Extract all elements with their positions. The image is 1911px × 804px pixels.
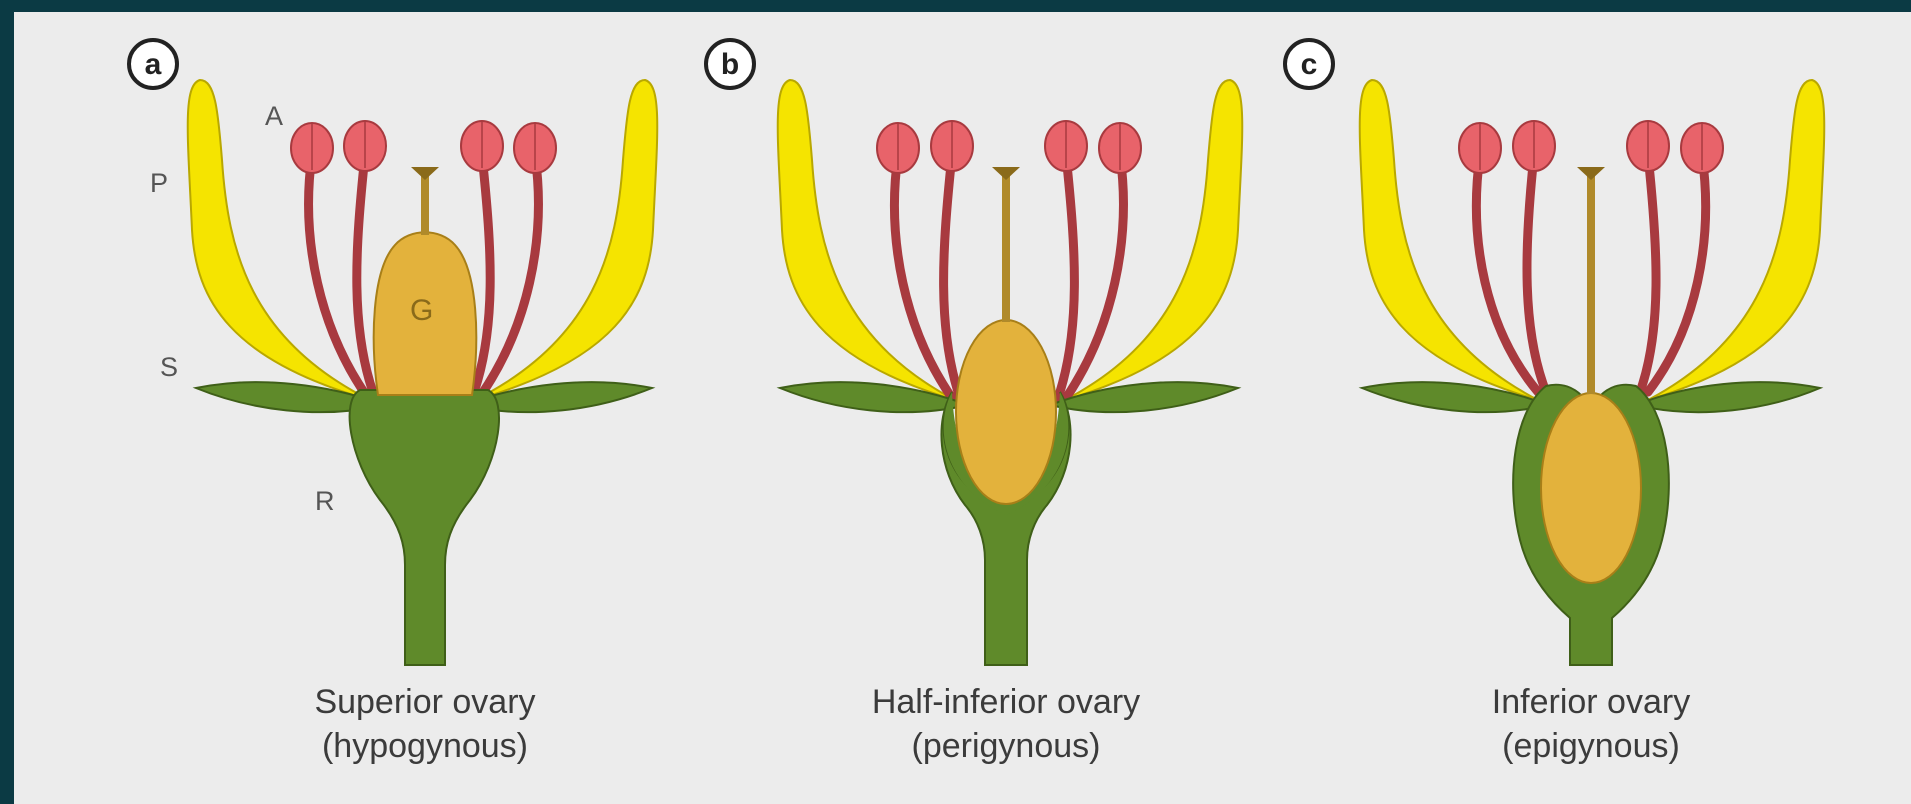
anther-icon bbox=[1045, 121, 1087, 171]
caption-c-line2: (epigynous) bbox=[1381, 724, 1801, 768]
label-sepal: S bbox=[160, 352, 178, 382]
badge-b: b bbox=[706, 40, 754, 88]
svg-text:a: a bbox=[145, 48, 162, 81]
anther-icon bbox=[514, 123, 556, 173]
figure-c-inferior-ovary bbox=[1360, 80, 1825, 665]
anther-icon bbox=[931, 121, 973, 171]
caption-b: Half-inferior ovary (perigynous) bbox=[796, 680, 1216, 768]
figure-b-half-inferior-ovary bbox=[778, 80, 1243, 665]
label-receptacle: R bbox=[315, 486, 335, 516]
anther-icon bbox=[291, 123, 333, 173]
sepal-left bbox=[1362, 382, 1548, 412]
caption-c-line1: Inferior ovary bbox=[1381, 680, 1801, 724]
stigma bbox=[992, 167, 1020, 180]
anther-icon bbox=[877, 123, 919, 173]
ovary-inferior bbox=[1541, 393, 1641, 583]
anther-icon bbox=[1681, 123, 1723, 173]
anthers-b bbox=[877, 121, 1141, 173]
svg-text:c: c bbox=[1301, 48, 1318, 81]
anther-icon bbox=[1459, 123, 1501, 173]
caption-a-line1: Superior ovary bbox=[215, 680, 635, 724]
sepal-right bbox=[1636, 382, 1820, 412]
anther-icon bbox=[344, 121, 386, 171]
anthers-c bbox=[1459, 121, 1723, 173]
label-petal: P bbox=[150, 168, 168, 198]
ovary-half-inferior bbox=[956, 320, 1056, 504]
stigma bbox=[1577, 167, 1605, 180]
anther-icon bbox=[1099, 123, 1141, 173]
caption-b-line2: (perigynous) bbox=[796, 724, 1216, 768]
anther-icon bbox=[1513, 121, 1555, 171]
badge-c: c bbox=[1285, 40, 1333, 88]
caption-b-line1: Half-inferior ovary bbox=[796, 680, 1216, 724]
svg-text:b: b bbox=[721, 48, 739, 81]
figure-a-superior-ovary bbox=[188, 80, 658, 665]
receptacle bbox=[350, 390, 499, 665]
caption-c: Inferior ovary (epigynous) bbox=[1381, 680, 1801, 768]
anthers-a bbox=[291, 121, 556, 173]
anther-icon bbox=[1627, 121, 1669, 171]
badge-a: a bbox=[129, 40, 177, 88]
anther-icon bbox=[461, 121, 503, 171]
caption-a: Superior ovary (hypogynous) bbox=[215, 680, 635, 768]
caption-a-line2: (hypogynous) bbox=[215, 724, 635, 768]
label-gynoecium: G bbox=[410, 294, 433, 327]
label-anther: A bbox=[265, 101, 283, 131]
stigma bbox=[411, 167, 439, 180]
